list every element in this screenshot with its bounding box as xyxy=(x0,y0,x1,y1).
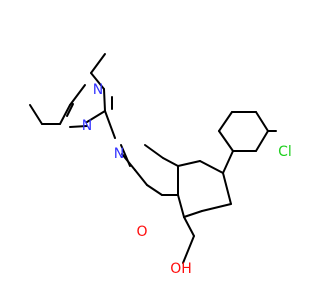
bond xyxy=(201,203,232,212)
bond xyxy=(218,130,234,152)
pyrimidine-ring xyxy=(29,53,116,139)
molecule-structure: N N N O OH Cl xyxy=(29,53,292,277)
bond xyxy=(255,130,269,152)
bond xyxy=(90,72,105,90)
chlorophenyl-ring xyxy=(218,111,277,174)
bond xyxy=(90,53,106,74)
benzoxazepine-core xyxy=(120,144,232,264)
bond xyxy=(146,184,163,196)
bond xyxy=(134,169,148,186)
molecule-canvas: N N N O OH Cl xyxy=(29,53,292,277)
bond xyxy=(182,235,195,264)
n-pyrimidine-bottom-label: N xyxy=(82,118,92,134)
bond xyxy=(177,194,185,218)
bond xyxy=(104,110,116,139)
bond xyxy=(222,150,234,174)
bond xyxy=(177,160,201,167)
bond xyxy=(69,125,88,128)
bond xyxy=(199,160,224,174)
atom-labels: N N N O OH Cl xyxy=(82,82,292,277)
cl-label: Cl xyxy=(278,144,292,160)
bond xyxy=(69,84,86,106)
bond xyxy=(86,110,106,123)
bond xyxy=(218,111,233,132)
bond xyxy=(121,153,136,171)
bond xyxy=(222,172,232,205)
oh-label: OH xyxy=(170,261,192,277)
bond xyxy=(183,216,195,237)
o-ring-label: O xyxy=(136,224,147,240)
bond xyxy=(103,88,106,112)
bond xyxy=(29,104,43,125)
bond xyxy=(144,144,164,159)
n-ring-label: N xyxy=(114,146,124,162)
bond xyxy=(162,157,179,167)
bond xyxy=(255,111,269,132)
n-pyrimidine-top-label: N xyxy=(93,82,103,98)
bond xyxy=(59,104,71,125)
bond xyxy=(66,103,74,117)
bond xyxy=(183,210,203,218)
